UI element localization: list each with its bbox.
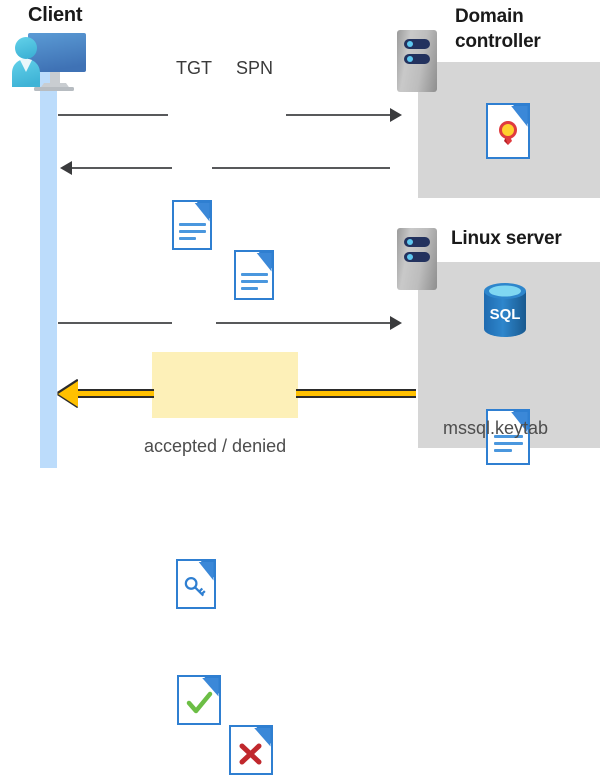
msg-tgt-spn-line-right bbox=[286, 114, 390, 116]
spn-label: SPN bbox=[236, 58, 274, 78]
spn-document-icon bbox=[234, 250, 274, 300]
tgt-label: TGT bbox=[176, 58, 212, 78]
server-rack-icon-dc bbox=[397, 30, 437, 92]
user-monitor-icon bbox=[6, 27, 96, 99]
tgt-document-icon bbox=[172, 200, 212, 250]
diagram-canvas: Client Domain co bbox=[6, 4, 600, 775]
dc-title-line2: controller bbox=[455, 31, 541, 52]
certificate-document-icon bbox=[486, 103, 530, 159]
keytab-filename-label: mssql.keytab bbox=[443, 418, 549, 438]
denied-document-icon bbox=[229, 725, 273, 775]
msg-tgt-spn-line-left bbox=[58, 114, 168, 116]
msg-ticket-linux-arrowhead bbox=[390, 316, 402, 330]
text-document-icon-keytab bbox=[486, 409, 530, 465]
key-document-icon-request bbox=[176, 559, 216, 609]
msg-ticket-linux-line-right bbox=[216, 322, 390, 324]
client-lifeline bbox=[40, 72, 57, 468]
domain-controller-title: Domain controller bbox=[455, 4, 541, 54]
svg-text:SQL: SQL bbox=[490, 306, 521, 323]
accepted-denied-highlight bbox=[152, 352, 298, 418]
msg-ticket-linux-line-left bbox=[58, 322, 172, 324]
gold-arrow-segment-right bbox=[296, 389, 416, 398]
accepted-denied-label: accepted / denied bbox=[144, 436, 287, 456]
gold-arrowhead bbox=[58, 381, 78, 407]
sql-database-icon: SQL bbox=[478, 281, 532, 339]
msg-service-ticket-arrowhead bbox=[60, 161, 72, 175]
msg-tgt-spn-arrowhead bbox=[390, 108, 402, 122]
client-title: Client bbox=[28, 4, 83, 26]
msg-service-ticket-line-left bbox=[72, 167, 172, 169]
linux-server-title: Linux server bbox=[451, 228, 562, 249]
msg-service-ticket-line-right bbox=[212, 167, 390, 169]
server-rack-icon-linux bbox=[397, 228, 437, 290]
gold-arrow-segment-left bbox=[76, 389, 154, 398]
accepted-document-icon bbox=[177, 675, 221, 725]
dc-title-line1: Domain bbox=[455, 6, 524, 27]
